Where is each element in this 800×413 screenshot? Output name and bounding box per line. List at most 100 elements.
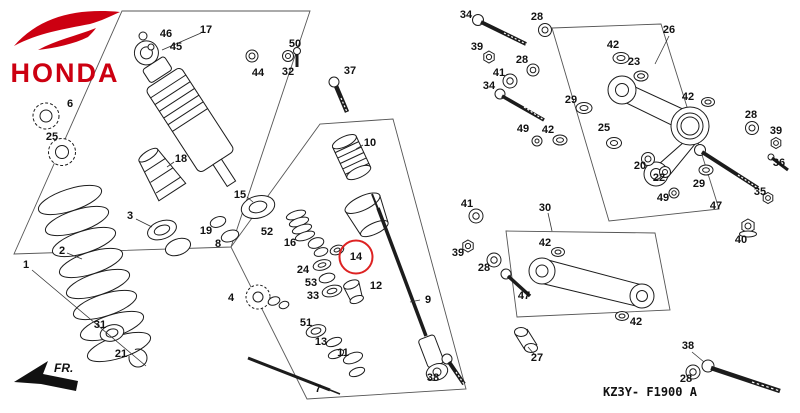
brand-wordmark: HONDA	[11, 58, 120, 88]
part-number-label: 21	[115, 348, 127, 360]
part-number-label: 28	[745, 109, 757, 121]
part-number-label: 34	[483, 80, 496, 92]
part-30-link-arm-drawing	[500, 247, 655, 321]
part-7-rod-drawing	[247, 356, 341, 395]
part-number-label: 29	[693, 178, 705, 190]
part-number-label: 13	[315, 336, 327, 348]
honda-logo: HONDA	[11, 11, 120, 88]
part-number-label: 20	[634, 160, 646, 172]
part-number-label: 39	[452, 247, 464, 259]
part-18-bump-stop-drawing	[138, 147, 187, 202]
part-washers-right-lower-drawing	[462, 208, 502, 268]
part-34-bolts-drawing	[472, 14, 545, 122]
part-number-label: 25	[46, 131, 58, 143]
part-number-label: 38	[682, 340, 694, 352]
part-4-adjuster-drawing	[245, 284, 290, 310]
part-number-label: 45	[170, 41, 182, 53]
part-52-spring-drawing	[285, 209, 316, 242]
part-number-label: 47	[710, 200, 722, 212]
part-number-label: 12	[370, 280, 382, 292]
part-number-label: 42	[607, 39, 619, 51]
part-number-label: 34	[460, 9, 473, 21]
part-number-label: 49	[657, 192, 669, 204]
part-dust-cover-drawing	[344, 192, 389, 238]
part-number-label: 41	[461, 198, 473, 210]
part-51-ring-drawing	[305, 324, 327, 338]
part-number-label: 42	[630, 316, 642, 328]
part-14-washer-drawing	[329, 244, 345, 256]
part-number-label: 44	[252, 67, 265, 79]
part-number-label: 53	[305, 277, 317, 289]
part-40-nut-drawing	[739, 218, 757, 238]
part-number-label: 9	[425, 294, 431, 306]
part-number-label: 27	[531, 352, 543, 364]
part-number-label: 39	[471, 41, 483, 53]
panel-frames	[13, 10, 720, 400]
part-number-label: 17	[200, 24, 212, 36]
part-number-label: 7	[315, 383, 321, 395]
part-26-knuckle-drawing	[607, 75, 710, 187]
part-number-label: 37	[344, 65, 356, 77]
part-number-label: 10	[364, 137, 376, 149]
part-number-label: 18	[175, 153, 187, 165]
part-number-label: 11	[337, 347, 349, 359]
part-shock-absorber-drawing	[133, 40, 237, 188]
part-number-label: 49	[517, 123, 529, 135]
part-number-label: 30	[539, 202, 551, 214]
part-37-bolt-drawing	[328, 76, 350, 113]
honda-wing-icon	[14, 11, 120, 50]
part-number-label: 26	[663, 24, 675, 36]
part-number-label: 31	[94, 319, 106, 331]
part-number-label: 50	[289, 38, 301, 50]
part-9-damper-rod-drawing	[371, 193, 449, 381]
fr-direction-marker: FR.	[14, 361, 78, 391]
part-number-label: 1	[23, 259, 29, 271]
part-13-11-cups-drawing	[325, 336, 366, 378]
part-50-bolt-drawing	[293, 47, 301, 67]
part-number-label: 41	[493, 67, 505, 79]
part-12-cup-drawing	[343, 279, 364, 305]
fr-arrow-icon	[14, 361, 78, 391]
part-number-label: 6	[67, 98, 73, 110]
part-number-label: 28	[531, 11, 543, 23]
part-number-label: 19	[200, 225, 212, 237]
part-number-label: 23	[628, 56, 640, 68]
part-number-label: 14	[350, 251, 363, 263]
part-seals-drawing	[312, 259, 343, 298]
part-number-label: 47	[518, 290, 530, 302]
part-number-label: 51	[300, 317, 312, 329]
part-number-label: 22	[653, 172, 665, 184]
part-number-label: 39	[770, 125, 782, 137]
diagram-code: KZ3Y- F1900 A	[603, 385, 698, 399]
part-number-label: 36	[773, 157, 785, 169]
part-47-bolt-upper-drawing	[694, 144, 789, 205]
part-number-label: 38	[427, 372, 439, 384]
part-number-label: 16	[284, 237, 296, 249]
highlight-circle	[338, 239, 374, 275]
part-10-cylinder-drawing	[331, 134, 372, 181]
part-number-label: 42	[542, 124, 554, 136]
part-number-label: 42	[682, 91, 694, 103]
part-number-label: 46	[160, 28, 172, 40]
part-number-label: 42	[539, 237, 551, 249]
leader-lines	[31, 32, 705, 367]
part-number-label: 35	[754, 186, 766, 198]
part-38-bolt-right-drawing	[685, 359, 781, 394]
part-number-label: 2	[59, 245, 65, 257]
part-washers-left-drawing	[32, 31, 294, 368]
part-washers-right-top-drawing	[483, 23, 552, 89]
part-number-label: 28	[478, 262, 490, 274]
part-number-label: 8	[215, 238, 221, 250]
part-number-label: 52	[261, 226, 273, 238]
part-number-label: 29	[565, 94, 577, 106]
part-spring-drawing	[37, 184, 152, 363]
part-number-label: 4	[228, 292, 235, 304]
part-number-label: 40	[735, 234, 747, 246]
part-labels-layer: 46 17 45 50 44 32 37 6 25 18 10 1 53 198 52 16 14 12 9 21 2 4…	[23, 9, 785, 395]
part-16-washers-drawing	[307, 237, 329, 257]
part-number-label: 32	[282, 66, 294, 78]
part-number-label: 25	[598, 122, 610, 134]
part-number-label: 28	[680, 373, 692, 385]
